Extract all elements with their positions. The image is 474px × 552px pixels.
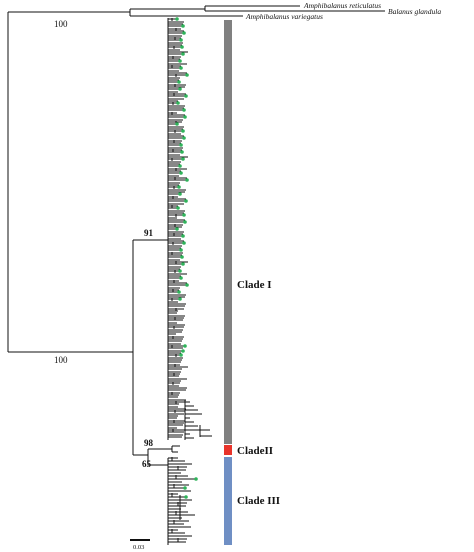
sample-marker <box>181 24 185 28</box>
sample-marker <box>181 129 185 133</box>
sample-marker <box>184 94 188 98</box>
sample-marker <box>182 136 186 140</box>
label-balanus-glandula: Balanus glandula <box>388 7 441 16</box>
support-clade-i: 91 <box>144 228 154 238</box>
sample-marker <box>175 122 179 126</box>
sample-marker <box>179 248 183 252</box>
sample-marker <box>177 185 181 189</box>
sample-marker <box>175 17 179 21</box>
sample-marker <box>175 227 179 231</box>
sample-marker <box>178 164 182 168</box>
sample-marker <box>184 199 188 203</box>
sample-marker <box>182 241 186 245</box>
label-amphibalanus-reticulatus: Amphibalanus reticulatus <box>303 1 381 10</box>
sample-marker <box>176 101 180 105</box>
sample-marker <box>177 290 181 294</box>
scale-bar-label: 0.03 <box>133 544 144 551</box>
sample-marker <box>180 150 184 154</box>
sample-marker <box>179 276 183 280</box>
clade-iii-bar <box>224 457 232 545</box>
sample-marker <box>181 262 185 266</box>
support-root-top: 100 <box>54 19 68 29</box>
sample-marker <box>185 178 189 182</box>
clade-ii-label: CladeII <box>237 445 273 457</box>
clade-i-label: Clade I <box>237 279 272 291</box>
sample-marker <box>181 157 185 161</box>
sample-marker <box>179 38 183 42</box>
sample-marker <box>185 73 189 77</box>
sample-marker <box>182 108 186 112</box>
sample-marker <box>181 52 185 56</box>
sample-marker <box>183 220 187 224</box>
support-root-bottom: 100 <box>54 355 68 365</box>
sample-marker <box>178 59 182 63</box>
sample-marker <box>183 344 187 348</box>
sample-marker <box>176 206 180 210</box>
support-clade-ii: 98 <box>144 438 154 448</box>
sample-marker <box>178 297 182 301</box>
clade-i-bar <box>224 20 232 444</box>
sample-marker <box>179 143 183 147</box>
clade-iii-label: Clade III <box>237 495 280 507</box>
sample-marker <box>178 192 182 196</box>
sample-marker <box>194 477 198 481</box>
sample-marker <box>180 255 184 259</box>
outgroup-branches <box>7 5 385 545</box>
sample-marker <box>182 213 186 217</box>
sample-marker <box>178 269 182 273</box>
clade-ii-bar <box>224 445 232 455</box>
sample-marker <box>180 45 184 49</box>
support-clade-iii: 65 <box>142 459 152 469</box>
sample-marker <box>178 87 182 91</box>
sample-marker <box>185 283 189 287</box>
label-amphibalanus-variegatus: Amphibalanus variegatus <box>245 12 323 21</box>
ingroup-branches <box>167 18 212 543</box>
sample-marker <box>179 353 183 357</box>
sample-marker <box>181 349 185 353</box>
sample-marker <box>177 80 181 84</box>
sample-marker <box>179 66 183 70</box>
sample-marker <box>182 31 186 35</box>
sample-marker <box>183 486 187 490</box>
sample-marker <box>184 495 188 499</box>
sample-markers <box>175 17 198 499</box>
sample-marker <box>179 171 183 175</box>
sample-marker <box>183 115 187 119</box>
sample-marker <box>181 234 185 238</box>
